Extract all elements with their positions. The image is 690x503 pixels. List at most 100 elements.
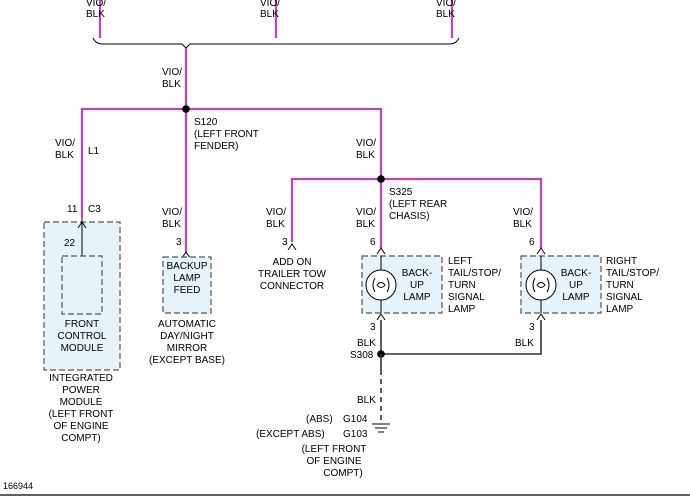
left-lamp-box-label-1: BACK- <box>402 268 433 279</box>
left-lamp-connector-bottom <box>376 313 386 321</box>
right-lamp-box-label-2: UP <box>569 280 583 291</box>
ground-icon <box>372 423 390 433</box>
trailer-label-2: TRAILER TOW <box>258 269 327 280</box>
wire-label-s325-line1: VIO/ <box>356 138 376 149</box>
splice-s325 <box>377 175 385 183</box>
splice-s120-loc2: FENDER) <box>194 141 238 152</box>
left-lamp-label-3: TURN <box>448 280 476 291</box>
left-lamp-bulb-icon <box>365 256 397 313</box>
splice-s120-name: S120 <box>194 117 218 128</box>
trailer-label-1: ADD ON <box>273 257 312 268</box>
left-lamp-pin-6: 6 <box>370 237 376 248</box>
right-lamp-label-5: LAMP <box>606 304 634 315</box>
ipm-label-3: MODULE <box>60 397 103 408</box>
wire-label-trailer-line2: BLK <box>266 219 285 230</box>
fcm-label-2: CONTROL <box>58 331 107 342</box>
trailer-label-3: CONNECTOR <box>260 281 324 292</box>
wire-label-ipm-line2: BLK <box>55 150 74 161</box>
mirror-box-label-3: FEED <box>174 285 201 296</box>
left-lamp-label-5: LAMP <box>448 304 476 315</box>
splice-s120-loc1: (LEFT FRONT <box>194 129 259 140</box>
right-lamp-bulb-icon <box>525 256 557 313</box>
right-lamp-label-4: SIGNAL <box>606 292 643 303</box>
left-lamp-label-1: LEFT <box>448 256 472 267</box>
mirror-box <box>162 256 212 314</box>
ground-location-2: OF ENGINE <box>306 456 361 467</box>
mirror-label-1: AUTOMATIC <box>158 319 216 330</box>
splice-s325-loc1: (LEFT REAR <box>389 199 447 210</box>
splice-s325-name: S325 <box>389 187 413 198</box>
fcm-label-1: FRONT <box>65 319 99 330</box>
front-control-module-box <box>61 255 103 315</box>
left-lamp-pin-3: 3 <box>370 322 376 333</box>
splice-s308-name: S308 <box>350 350 374 361</box>
ground-g103-name: G103 <box>343 429 368 440</box>
right-lamp-label-3: TURN <box>606 280 634 291</box>
wire-label-top-right-line2: BLK <box>436 9 455 20</box>
wire-label-right-lamp-line1: VIO/ <box>513 207 533 218</box>
mirror-label-3: MIRROR <box>167 343 208 354</box>
ipm-pin-11: 11 <box>67 204 78 215</box>
wire-label-mirror-line1: VIO/ <box>162 207 182 218</box>
wire-s325-run <box>290 177 543 248</box>
right-lamp-pin-3: 3 <box>529 322 535 333</box>
right-lamp-connector-top <box>536 247 546 255</box>
wire-s120-run <box>80 107 383 218</box>
mirror-box-label-1: BACKUP <box>166 261 207 272</box>
ipm-label-4: (LEFT FRONT <box>49 409 114 420</box>
left-lamp-label-2: TAIL/STOP/ <box>448 268 501 279</box>
left-lamp-label-4: SIGNAL <box>448 292 485 303</box>
wire-label-top-right-line1: VIO/ <box>436 0 456 9</box>
ipm-label-2: POWER <box>62 385 100 396</box>
wire-label-trunk-line2: BLK <box>162 79 181 90</box>
ipm-pin-22: 22 <box>64 238 76 249</box>
trailer-connector-arrow <box>287 243 297 251</box>
wire-label-right-ground: BLK <box>515 338 534 349</box>
mirror-connector-arrow <box>181 251 191 259</box>
ground-location-3: COMPT) <box>323 468 362 479</box>
ipm-connector-arrow <box>77 221 87 229</box>
ground-location-1: (LEFT FRONT <box>302 444 367 455</box>
wire-label-right-lamp-line2: BLK <box>513 219 532 230</box>
splice-s120 <box>182 105 190 113</box>
wire-right-lamp-ground <box>381 320 542 355</box>
wire-label-top-left-line1: VIO/ <box>86 0 106 9</box>
right-lamp-box-label-1: BACK- <box>561 268 592 279</box>
left-lamp-connector-top <box>376 247 386 255</box>
right-lamp-label-1: RIGHT <box>606 256 637 267</box>
ground-g103-cond: (EXCEPT ABS) <box>256 429 325 440</box>
splice-s325-loc2: CHASIS) <box>389 211 430 222</box>
wire-id-l1: L1 <box>88 146 100 157</box>
wire-label-mirror-line2: BLK <box>162 219 181 230</box>
figure-id: 166944 <box>3 481 33 491</box>
wire-label-ground-run: BLK <box>357 395 376 406</box>
wire-label-left-lamp-line2: BLK <box>356 219 375 230</box>
right-lamp-box-label-3: LAMP <box>562 292 590 303</box>
wire-label-s325-line2: BLK <box>356 150 375 161</box>
right-lamp-pin-6: 6 <box>529 237 535 248</box>
wire-label-left-ground: BLK <box>357 338 376 349</box>
right-lamp-label-2: TAIL/STOP/ <box>606 268 659 279</box>
ipm-connector-c3: C3 <box>88 204 101 215</box>
left-lamp-box-label-3: LAMP <box>403 292 431 303</box>
wire-label-left-lamp-line1: VIO/ <box>356 207 376 218</box>
wire-label-top-left-line2: BLK <box>86 9 105 20</box>
mirror-label-4: (EXCEPT BASE) <box>149 355 225 366</box>
wire-label-trailer-line1: VIO/ <box>266 207 286 218</box>
trailer-pin-3: 3 <box>282 237 288 248</box>
ground-g104-name: G104 <box>343 414 368 425</box>
wire-label-top-mid-line2: BLK <box>260 9 279 20</box>
mirror-box-label-2: LAMP <box>173 273 201 284</box>
mirror-label-2: DAY/NIGHT <box>160 331 214 342</box>
left-lamp-box-label-2: UP <box>410 280 424 291</box>
wire-label-ipm-line1: VIO/ <box>55 138 75 149</box>
wire-label-trunk-line1: VIO/ <box>162 67 182 78</box>
fcm-label-3: MODULE <box>61 343 104 354</box>
ipm-label-1: INTEGRATED <box>49 373 113 384</box>
ipm-label-5: OF ENGINE <box>53 421 108 432</box>
wire-label-top-mid-line1: VIO/ <box>260 0 280 9</box>
right-lamp-connector-bottom <box>536 313 546 321</box>
mirror-pin-3: 3 <box>176 237 182 248</box>
ipm-label-6: COMPT) <box>61 433 100 444</box>
